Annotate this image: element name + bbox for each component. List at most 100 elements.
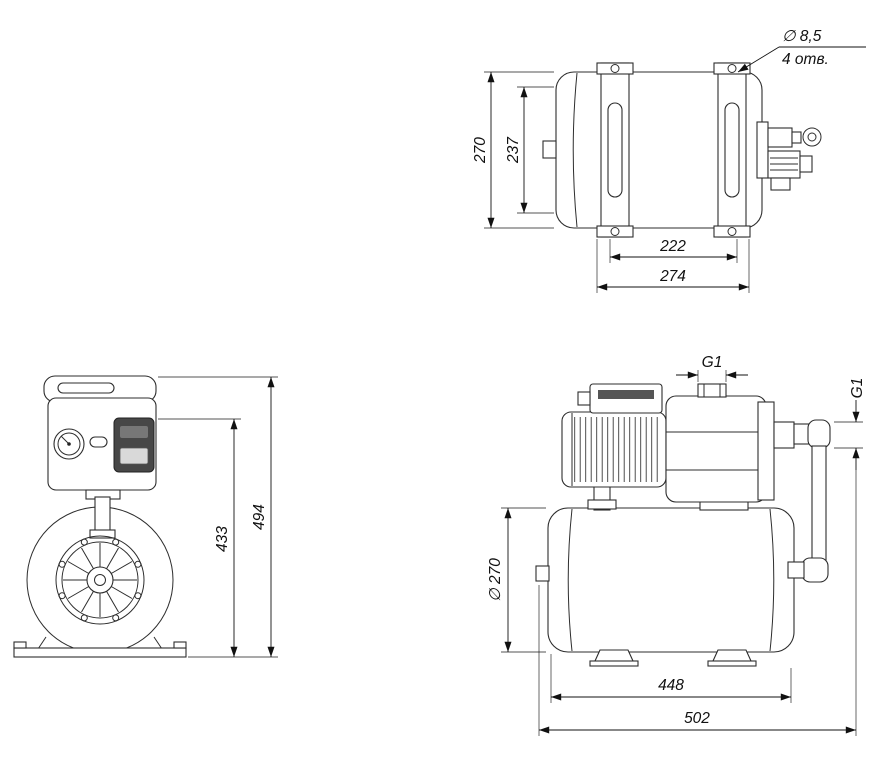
dim-text-274: 274: [659, 268, 686, 285]
rib: [67, 586, 89, 599]
upper-fitting: [767, 127, 793, 148]
strap-pad-bottom: [596, 225, 634, 238]
dim-text-237: 237: [505, 136, 522, 164]
holes-diameter-text: ∅ 8,5: [782, 28, 822, 45]
base-tab: [13, 641, 27, 649]
rib: [81, 591, 94, 613]
motor-fins: [572, 417, 660, 482]
hub-hole: [94, 574, 106, 586]
pump-front-cover: [757, 401, 775, 501]
terminal-label: [598, 390, 654, 399]
tank-weld-left: [572, 72, 578, 228]
tank-foot: [594, 649, 634, 662]
rib: [111, 586, 133, 599]
dim-text-g1-inlet: G1: [849, 378, 866, 399]
dim-tank-diameter: ∅ 270: [487, 507, 546, 653]
tank-weld-right: [769, 508, 775, 652]
bolt-hole: [112, 538, 120, 546]
dim-text-g1-outlet: G1: [702, 354, 723, 371]
support-flange: [587, 499, 617, 510]
inlet-port: [773, 421, 795, 449]
end-flange: [756, 121, 769, 179]
lower-tab: [770, 177, 791, 191]
pump-body: [665, 395, 767, 503]
holes-callout: ∅ 8,5 4 отв.: [737, 28, 866, 73]
bolt-hole: [134, 592, 142, 600]
rating-label: [119, 447, 149, 465]
tank-shell-side: [547, 507, 795, 653]
dim-270: 270: [472, 71, 554, 229]
dim-text-tank-diameter: ∅ 270: [487, 558, 504, 602]
flange-bolts: [58, 538, 142, 622]
pump-side-view: G1 G1 ∅ 270 448 502: [487, 354, 866, 736]
dim-494: 494: [158, 376, 278, 658]
pipe-flange: [89, 529, 116, 539]
flange-inner: [61, 541, 139, 619]
elbow-bottom: [801, 557, 829, 583]
flange-outer: [55, 535, 145, 625]
tank-valve: [535, 565, 550, 582]
strap-pad-bottom: [713, 225, 751, 238]
tank-fittings: [756, 121, 822, 191]
dim-433: 433: [158, 418, 241, 658]
elbow-top: [807, 419, 831, 449]
dim-text-270: 270: [472, 137, 489, 164]
base-tab: [173, 641, 187, 649]
dim-text-433: 433: [214, 526, 231, 552]
tank-flange: [55, 535, 145, 625]
hub: [86, 566, 114, 594]
rib: [111, 561, 133, 574]
lifting-ring: [802, 127, 822, 147]
air-valve: [542, 140, 557, 159]
dim-text-494: 494: [251, 504, 268, 530]
mounting-strap-left: [596, 62, 634, 238]
pump-front-view: 433 494: [13, 375, 278, 658]
dim-502: 502: [538, 470, 857, 736]
connection-nut: [799, 155, 813, 173]
bolt-hole: [58, 592, 66, 600]
switch-cover: [120, 426, 148, 438]
dim-274: 274: [596, 239, 750, 293]
dim-text-222: 222: [659, 238, 686, 255]
tank-foot: [712, 649, 752, 662]
rib: [67, 561, 89, 574]
flange-ribs: [63, 543, 137, 617]
ring-link: [791, 131, 802, 144]
priming-plug: [89, 436, 108, 448]
foot-plate: [707, 660, 757, 667]
bolt-hole: [134, 560, 142, 568]
dim-text-502: 502: [684, 710, 710, 727]
strap-pad-top: [596, 62, 634, 75]
dim-g1-inlet: G1: [834, 378, 866, 470]
cradle-line: [153, 636, 163, 650]
cable-gland: [577, 391, 591, 406]
mounting-hole: [727, 227, 737, 236]
mounting-hole: [727, 64, 737, 73]
gauge-hub: [67, 442, 71, 446]
foot-plate: [589, 660, 639, 667]
bolt-hole: [112, 614, 120, 622]
dim-g1-outlet: G1: [676, 354, 748, 382]
rib: [106, 591, 119, 613]
gauge-needle: [60, 435, 70, 445]
lifting-ring-hole: [807, 132, 817, 142]
leader-line: [737, 46, 780, 73]
strap-pad-top: [713, 62, 751, 75]
strap-slot: [607, 102, 623, 198]
tank-inlet-nut: [787, 561, 805, 579]
bolt-hole: [80, 614, 88, 622]
holes-count-text: 4 отв.: [782, 51, 829, 68]
dim-448: 448: [550, 654, 792, 703]
dim-222: 222: [609, 238, 738, 263]
riser-pipe: [94, 496, 111, 534]
mounting-hole: [610, 64, 620, 73]
gauge-dial: [57, 432, 81, 456]
tank-weld-left: [567, 508, 573, 652]
rib: [106, 547, 119, 569]
strap-slot: [724, 102, 740, 198]
cradle-line: [37, 636, 47, 650]
rib: [81, 547, 94, 569]
mounting-strap-right: [713, 62, 751, 238]
bolt-hole: [80, 538, 88, 546]
